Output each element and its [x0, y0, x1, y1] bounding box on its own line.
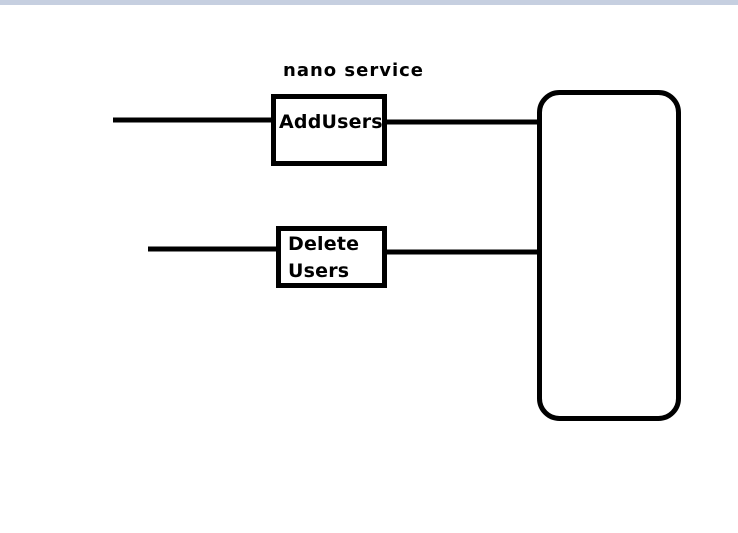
diagram-title: nano service [283, 60, 424, 81]
node-label-delete-users-line2: Users [288, 259, 350, 282]
node-label-add-users: AddUsers [279, 111, 383, 133]
top-band [0, 0, 738, 5]
node-label-delete-users-line1: Delete [288, 233, 360, 255]
node-service-container[interactable] [537, 90, 681, 421]
node-delete-users[interactable] [276, 226, 387, 288]
node-add-users[interactable] [271, 94, 387, 166]
